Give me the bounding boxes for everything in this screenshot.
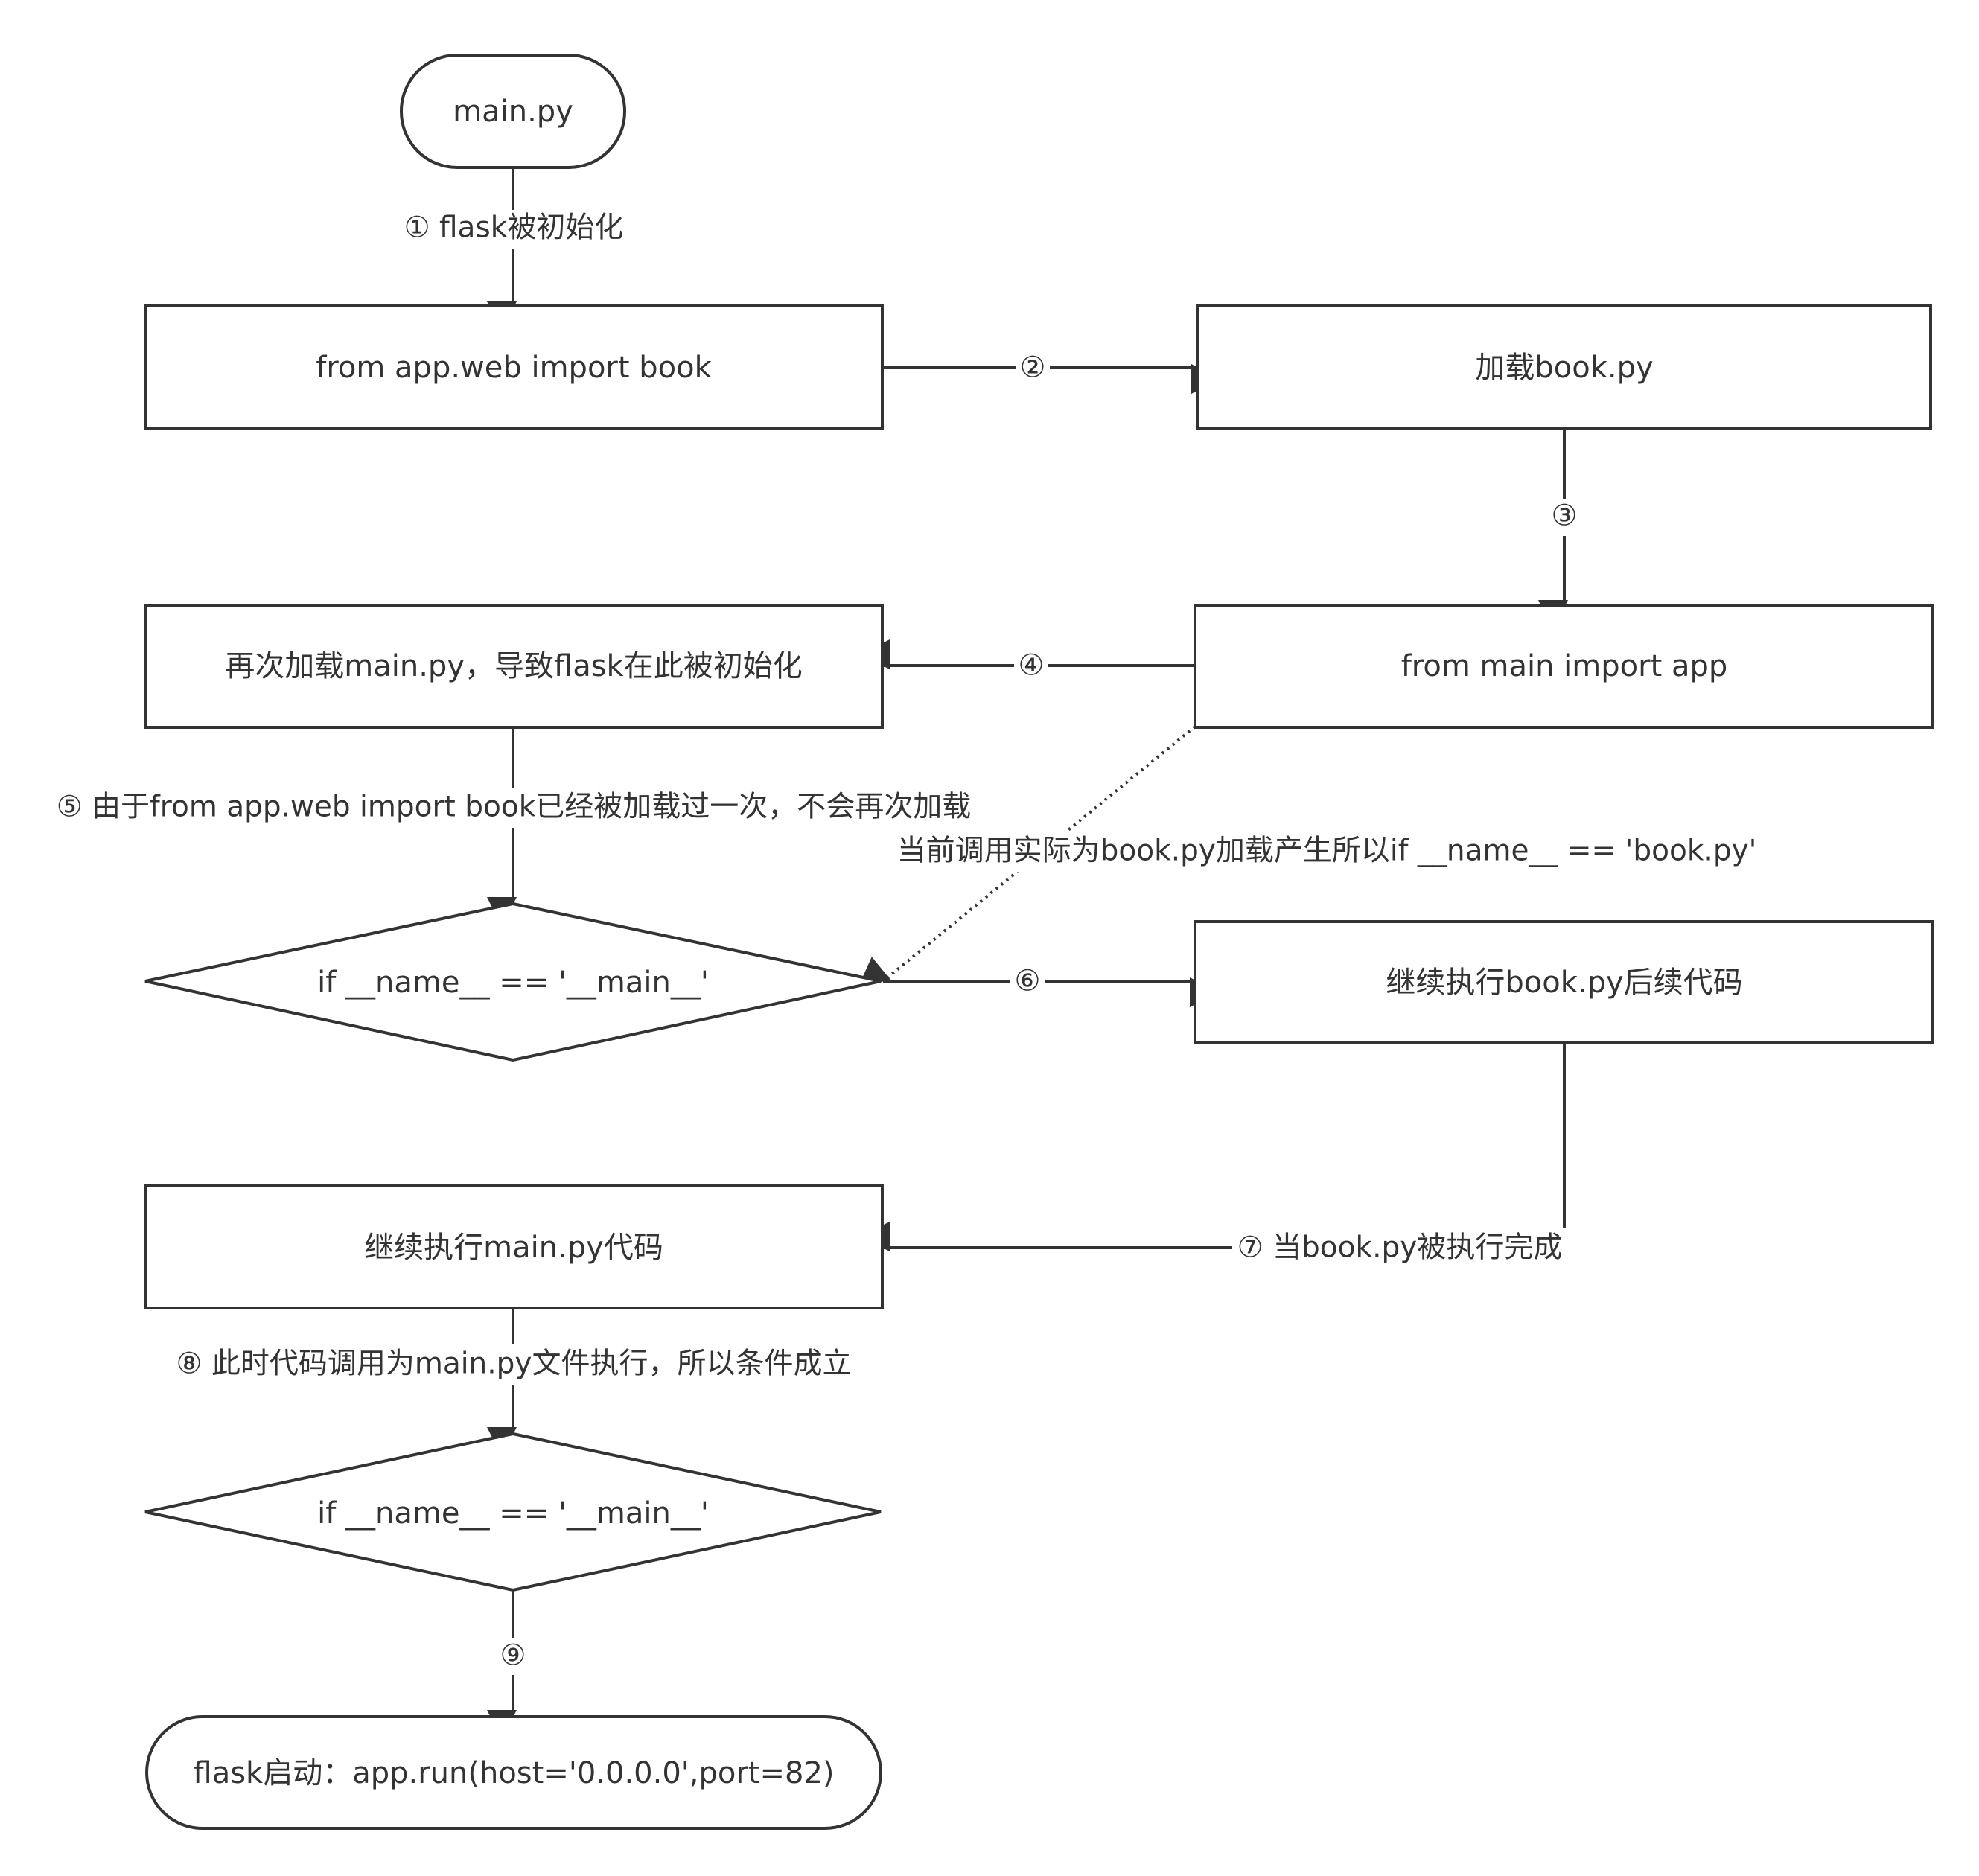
edge-3-label: ③ <box>1552 500 1578 533</box>
node-flask-start: flask启动：app.run(host='0.0.0.0',port=82) <box>145 1715 882 1830</box>
node-continue-main: 继续执行main.py代码 <box>144 1184 884 1309</box>
node-flask-start-label: flask启动：app.run(host='0.0.0.0',port=82) <box>194 1756 835 1790</box>
edge-9-label: ⑨ <box>500 1639 526 1673</box>
edge-5-label: ⑤ 由于from app.web import book已经被加载过一次，不会再… <box>57 791 972 824</box>
node-if-main-1: if __name__ == '__main__' <box>144 902 882 1062</box>
node-import-book-label: from app.web import book <box>316 351 712 385</box>
edge-1-label: ① flask被初始化 <box>404 211 624 245</box>
node-load-book: 加载book.py <box>1196 304 1932 430</box>
node-if-main-1-label: if __name__ == '__main__' <box>317 966 709 1000</box>
edge-7-label: ⑦ 当book.py被执行完成 <box>1237 1231 1563 1265</box>
node-reload-main: 再次加载main.py，导致flask在此被初始化 <box>144 604 884 729</box>
node-start: main.py <box>400 54 626 169</box>
node-if-main-2-label: if __name__ == '__main__' <box>317 1496 709 1531</box>
node-reload-main-label: 再次加载main.py，导致flask在此被初始化 <box>225 649 802 683</box>
node-import-app-label: from main import app <box>1401 649 1728 683</box>
edge-8-label: ⑧ 此时代码调用为main.py文件执行，所以条件成立 <box>176 1347 851 1381</box>
edge-2-label: ② <box>1020 351 1046 385</box>
node-import-book: from app.web import book <box>144 304 884 430</box>
edge-4-label: ④ <box>1019 649 1045 683</box>
edge-dotted-label: 当前调用实际为book.py加载产生所以if __name__ == 'book… <box>897 835 1757 868</box>
edge-6-label: ⑥ <box>1015 965 1041 998</box>
node-continue-main-label: 继续执行main.py代码 <box>364 1231 663 1265</box>
node-start-label: main.py <box>453 95 573 129</box>
node-continue-book: 继续执行book.py后续代码 <box>1194 920 1934 1044</box>
edge-7-arrow <box>860 1044 1566 1251</box>
node-if-main-2: if __name__ == '__main__' <box>144 1432 882 1592</box>
node-import-app: from main import app <box>1194 604 1934 729</box>
node-load-book-label: 加载book.py <box>1475 351 1653 385</box>
node-continue-book-label: 继续执行book.py后续代码 <box>1386 966 1742 1000</box>
